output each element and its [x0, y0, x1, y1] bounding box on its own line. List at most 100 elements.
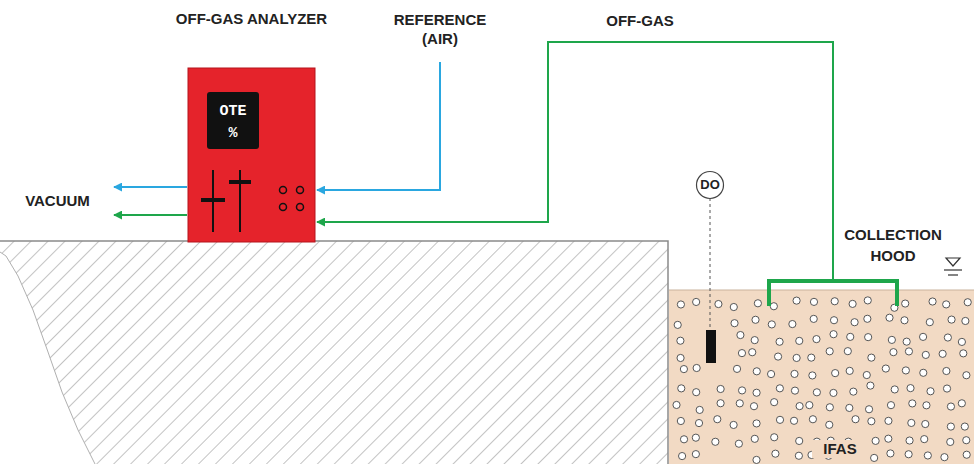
- bubble: [749, 349, 756, 356]
- bubble: [677, 354, 684, 361]
- analyzer-slider: [229, 180, 251, 184]
- bubble: [808, 354, 815, 361]
- bubble: [850, 388, 857, 395]
- analyzer-title: OFF-GAS ANALYZER: [175, 10, 328, 28]
- bubble: [865, 334, 872, 341]
- bubble: [886, 314, 893, 321]
- bubble: [864, 315, 871, 322]
- bubble: [776, 338, 783, 345]
- bubble: [736, 400, 743, 407]
- bubble: [738, 387, 745, 394]
- bubble: [832, 370, 839, 377]
- bubble: [674, 321, 681, 328]
- analyzer-slider: [201, 198, 225, 202]
- bubble: [891, 386, 898, 393]
- bubble: [922, 420, 929, 427]
- bubble: [677, 301, 684, 308]
- bubble: [885, 417, 892, 424]
- bubble: [731, 320, 738, 327]
- bubble: [735, 440, 742, 447]
- bubble: [795, 452, 802, 459]
- bubble: [963, 372, 970, 379]
- hood-label: COLLECTION HOOD: [838, 224, 948, 266]
- reactor-label: IFAS: [812, 440, 868, 458]
- bubble: [796, 337, 803, 344]
- bubble: [826, 404, 833, 411]
- bubble: [944, 334, 951, 341]
- bubble: [963, 437, 970, 444]
- bubble: [751, 337, 758, 344]
- bubble: [849, 300, 856, 307]
- bubble: [865, 406, 872, 413]
- bubble: [962, 317, 969, 324]
- bubble: [902, 367, 909, 374]
- bubble: [774, 353, 781, 360]
- off-gas-line: [317, 42, 833, 279]
- bubble: [738, 350, 745, 357]
- bubble: [730, 303, 737, 310]
- bubble: [831, 298, 838, 305]
- bubble: [960, 350, 967, 357]
- bubble: [810, 315, 817, 322]
- bubble: [791, 370, 798, 377]
- bubble: [830, 317, 837, 324]
- bubble: [887, 402, 894, 409]
- bubble: [771, 434, 778, 441]
- bubble: [905, 451, 912, 458]
- bubble: [961, 423, 968, 430]
- bubble: [947, 423, 954, 430]
- vacuum-line: [114, 186, 187, 188]
- display-readout: OTE %: [207, 101, 259, 145]
- collection-hood: COLLECTION HOOD: [760, 222, 974, 308]
- bubble: [927, 388, 934, 395]
- bubble: [776, 416, 783, 423]
- bubble: [943, 367, 950, 374]
- bubble: [693, 298, 700, 305]
- bubble: [770, 303, 777, 310]
- bubble: [863, 371, 870, 378]
- bubble: [809, 372, 816, 379]
- bubble: [852, 416, 859, 423]
- bubble: [868, 418, 875, 425]
- do-sensor: DO: [695, 170, 725, 200]
- bubble: [750, 403, 757, 410]
- bubble: [673, 401, 680, 408]
- bubble: [680, 436, 687, 443]
- bubble: [789, 320, 796, 327]
- bubble: [905, 348, 912, 355]
- bubble: [909, 400, 916, 407]
- bubble: [693, 364, 700, 371]
- bubble: [796, 403, 803, 410]
- bubble: [923, 402, 930, 409]
- reference-label: REFERENCE (AIR): [385, 10, 495, 48]
- bubble: [768, 321, 775, 328]
- analyzer-unit: OFF-GAS ANALYZER OTE %: [175, 6, 328, 242]
- tank-water: [669, 290, 974, 464]
- bubble: [826, 421, 833, 428]
- bubble: [958, 400, 965, 407]
- bubble: [964, 299, 971, 306]
- water-level-symbol: [948, 274, 958, 275]
- bubble: [926, 319, 933, 326]
- bubble: [872, 437, 879, 444]
- bubble: [890, 349, 897, 356]
- bubble: [921, 436, 928, 443]
- water-surface: [669, 290, 974, 291]
- bubble: [695, 419, 702, 426]
- bubble: [717, 385, 724, 392]
- bubble: [717, 400, 724, 407]
- bubble: [714, 416, 721, 423]
- bubble: [963, 451, 970, 458]
- bubble: [692, 451, 699, 458]
- bubble: [888, 336, 895, 343]
- bubble: [844, 348, 851, 355]
- bubble: [906, 437, 913, 444]
- bubble: [867, 382, 874, 389]
- bubble: [754, 300, 761, 307]
- bubble: [830, 389, 837, 396]
- bubble: [753, 456, 760, 463]
- edge-label: OFF-GAS: [590, 12, 690, 30]
- bubble: [868, 354, 875, 361]
- bubble: [679, 452, 686, 459]
